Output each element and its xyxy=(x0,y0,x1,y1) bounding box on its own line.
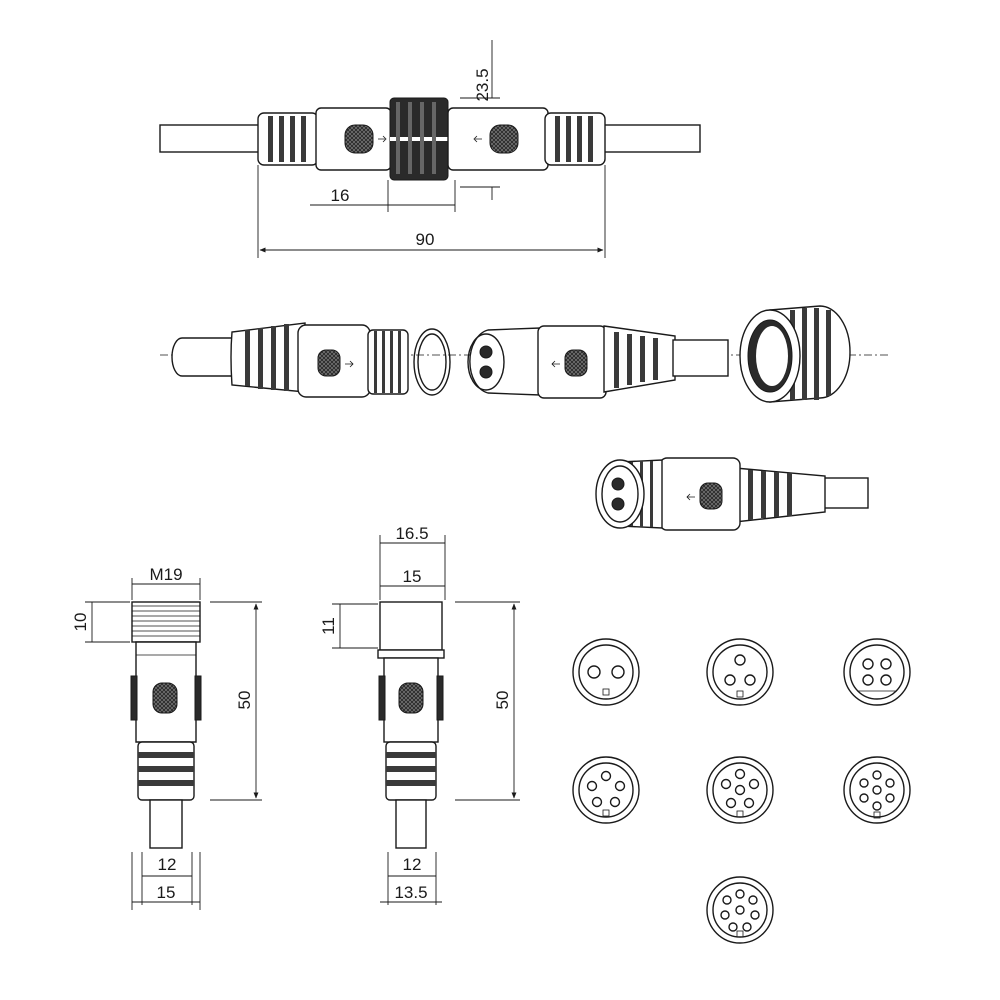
female-length-label: 50 xyxy=(493,691,512,710)
female-collar xyxy=(377,649,445,659)
female-inner-dia-label: 15 xyxy=(403,567,422,586)
male-length-label: 50 xyxy=(235,691,254,710)
female-outer-dia-label: 16.5 xyxy=(395,524,428,543)
male-connector-elevation: M19 10 50 12 15 xyxy=(71,565,262,910)
male-thread xyxy=(131,601,201,643)
exploded-coupling-nut xyxy=(739,305,851,403)
total-length-dimension: 90 xyxy=(257,165,606,258)
exploded-male-body xyxy=(297,324,371,398)
female-cable xyxy=(395,799,427,849)
male-thread-dimension: M19 xyxy=(131,565,201,600)
female-length-dimension: 50 xyxy=(455,601,520,801)
left-strain-relief xyxy=(257,112,319,166)
exploded-left-cable xyxy=(171,337,241,377)
pin-layout-4 xyxy=(843,638,911,706)
exploded-right-cable xyxy=(672,339,729,377)
pin-layout-5 xyxy=(572,756,640,824)
assembled-connector-view: 23.5 16 90 xyxy=(159,40,701,258)
right-cable xyxy=(599,124,701,153)
pin-layout-6 xyxy=(706,756,774,824)
male-body xyxy=(130,641,202,743)
female-body xyxy=(659,457,741,531)
female-cable-stub xyxy=(819,477,869,509)
female-side-strain-relief xyxy=(385,741,437,801)
coupling-nut xyxy=(389,97,449,181)
left-body xyxy=(315,107,392,171)
left-cable xyxy=(159,124,266,153)
pin-layout-2 xyxy=(572,638,640,706)
exploded-male-strain-relief xyxy=(230,322,306,393)
female-connector-elevation: 16.5 15 11 50 12 13.5 xyxy=(319,524,520,905)
exploded-male-thread xyxy=(367,329,409,395)
height-dimension-label: 23.5 xyxy=(473,68,492,101)
male-thread-length-dimension: 10 xyxy=(71,601,130,643)
male-body-dia-label: 15 xyxy=(157,883,176,902)
female-socket-front xyxy=(595,459,663,529)
male-cable-dia-dimension: 12 15 xyxy=(131,852,201,910)
male-thread-length-label: 10 xyxy=(71,613,90,632)
coupling-width-label: 16 xyxy=(331,186,350,205)
male-length-dimension: 50 xyxy=(210,601,262,801)
right-strain-relief xyxy=(544,112,606,166)
male-thread-label: M19 xyxy=(149,565,182,584)
female-body-dia-label: 13.5 xyxy=(394,883,427,902)
exploded-view xyxy=(160,305,890,403)
female-side-body xyxy=(378,657,444,743)
right-body xyxy=(447,107,549,171)
male-cable xyxy=(149,799,183,849)
female-connector-view xyxy=(595,457,869,531)
pin-layout-8 xyxy=(706,876,774,944)
female-socket-length-dimension: 11 xyxy=(319,603,378,649)
total-length-label: 90 xyxy=(416,230,435,249)
coupling-width-dimension: 16 xyxy=(310,180,456,212)
female-strain-relief xyxy=(734,467,826,523)
height-dimension: 23.5 xyxy=(460,40,500,200)
exploded-female-face xyxy=(467,327,541,396)
pin-layouts xyxy=(572,638,911,944)
exploded-female-strain-relief xyxy=(603,325,676,393)
pin-layout-7 xyxy=(843,756,911,824)
exploded-female-body xyxy=(537,325,607,399)
female-cable-dia-dimension: 12 13.5 xyxy=(380,852,442,905)
pin-layout-3 xyxy=(706,638,774,706)
male-cable-dia-label: 12 xyxy=(158,855,177,874)
o-ring xyxy=(413,328,451,396)
female-outer-dia-dimension: 16.5 15 xyxy=(379,524,446,600)
female-cable-dia-label: 12 xyxy=(403,855,422,874)
female-socket-length-label: 11 xyxy=(319,617,338,635)
male-strain-relief xyxy=(137,741,195,801)
female-socket-sleeve xyxy=(379,601,443,651)
